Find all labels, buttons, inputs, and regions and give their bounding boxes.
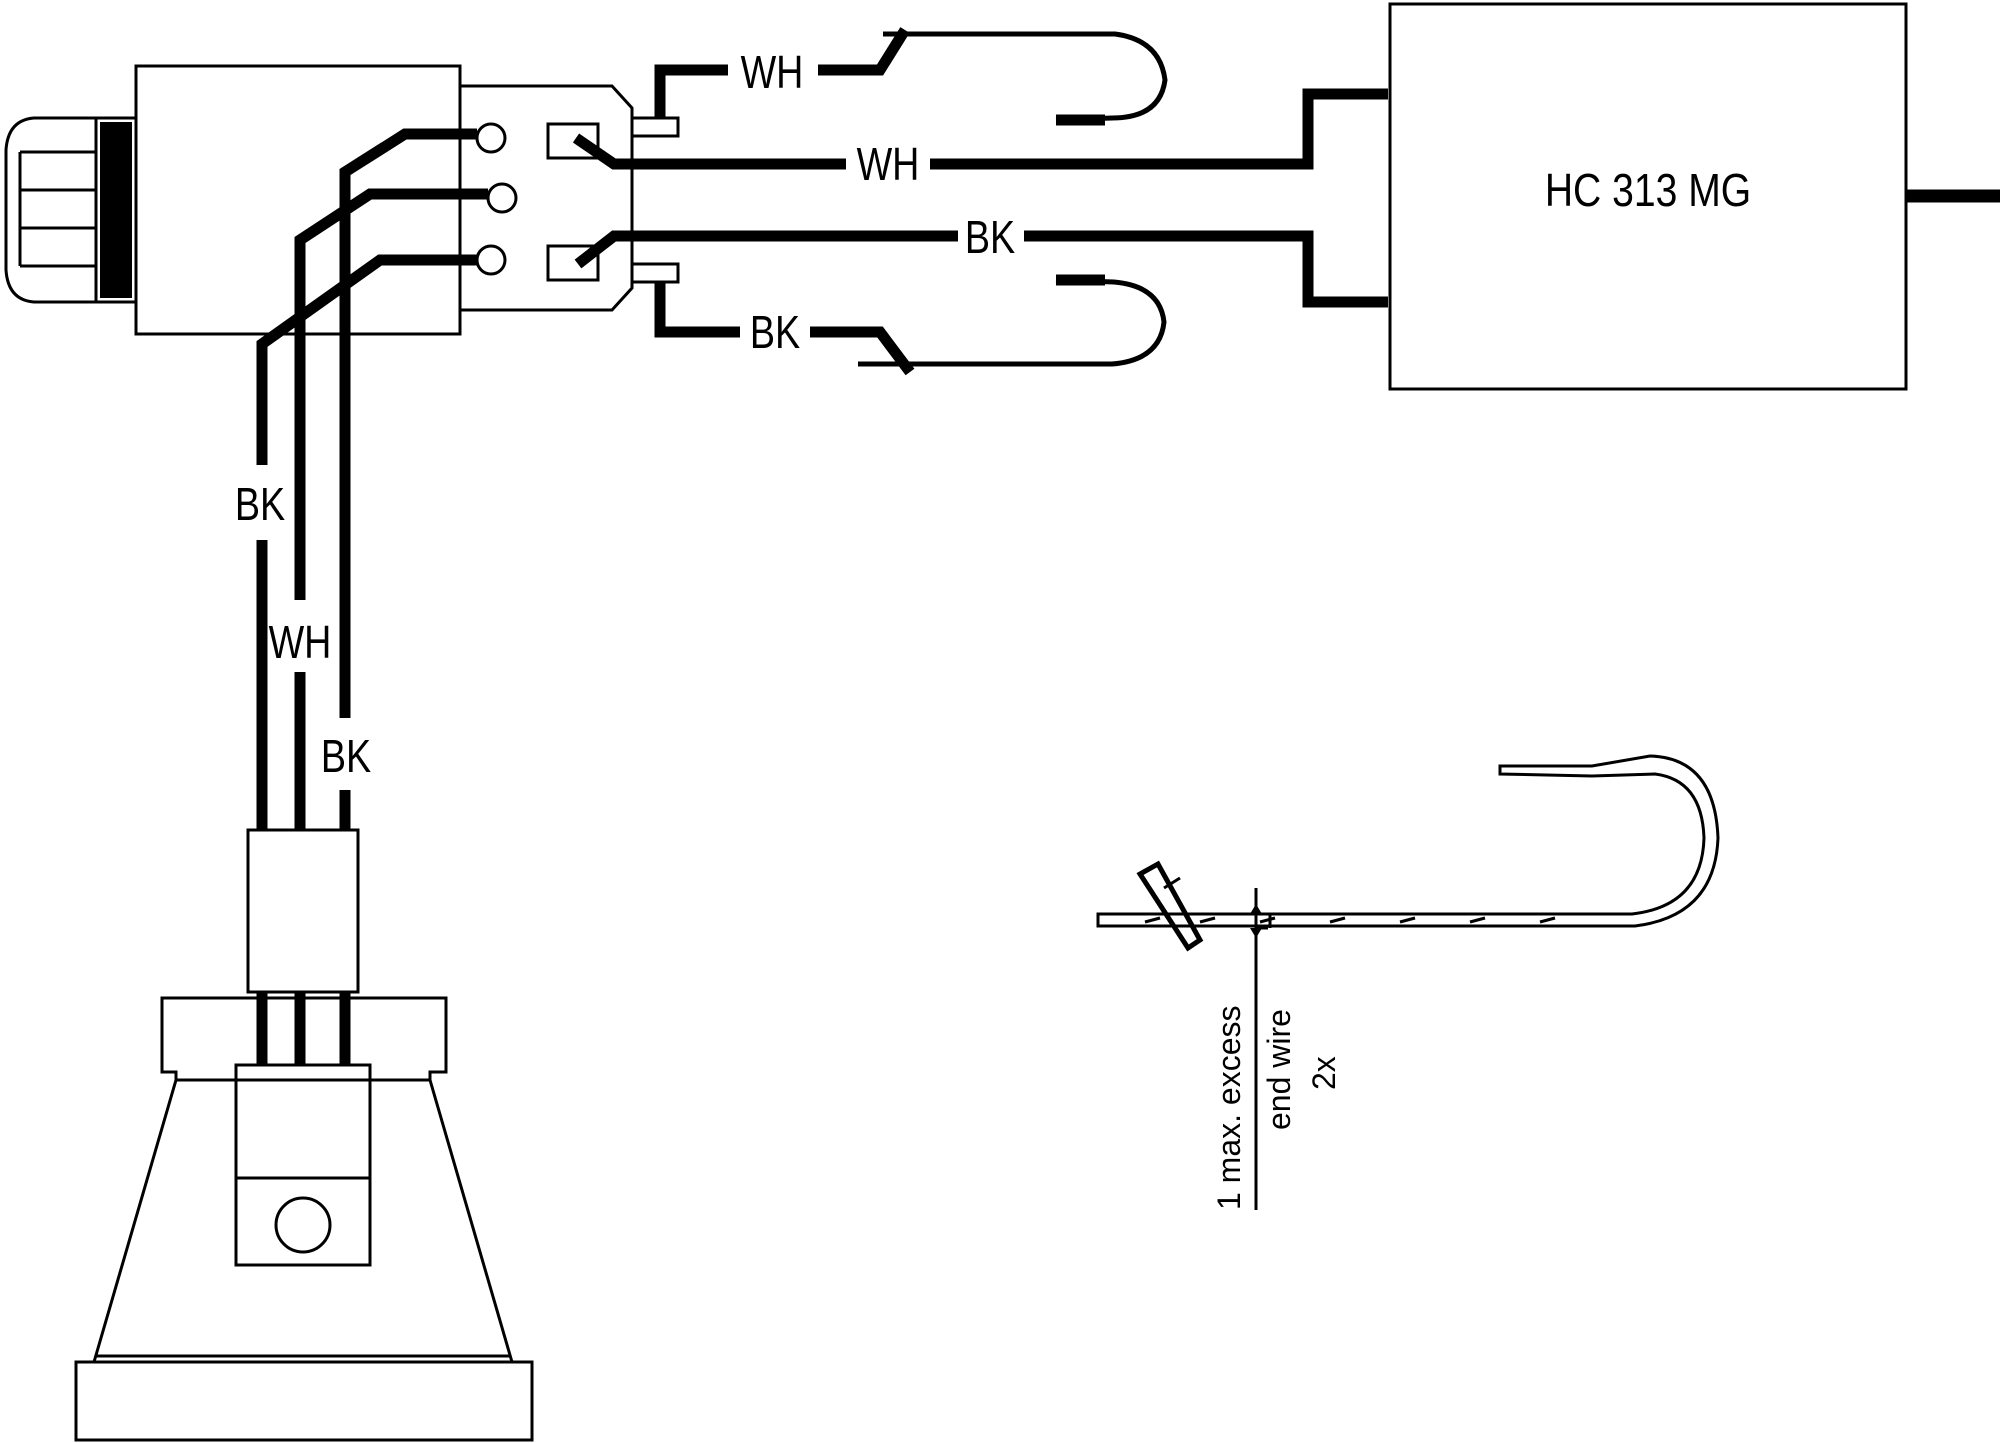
terminal-screw-2 bbox=[486, 182, 518, 214]
wire-label-bk-right: BK bbox=[321, 730, 371, 781]
vertical-cable bbox=[256, 185, 351, 830]
annotation-line-2: end wire bbox=[1261, 1009, 1297, 1130]
terminal-screw-3 bbox=[475, 244, 507, 276]
connector-housing bbox=[460, 84, 680, 312]
wire-label-wh-main: WH bbox=[857, 138, 920, 189]
device-box bbox=[1388, 2, 2000, 391]
wire-label-bk-main: BK bbox=[965, 211, 1015, 262]
annotation-line-3: 2x bbox=[1306, 1056, 1342, 1090]
wire-label-wh-top-loose: WH bbox=[741, 46, 804, 97]
wire-label-bk-left: BK bbox=[235, 478, 285, 529]
count-annotation: 2x bbox=[1306, 1056, 1342, 1090]
end-wire-annotation: end wire bbox=[1261, 1009, 1297, 1130]
lamp-holder bbox=[74, 828, 534, 1442]
horizontal-wires bbox=[572, 27, 1388, 376]
wire-bend-detail bbox=[1096, 754, 1720, 1210]
wire-label-wh-middle: WH bbox=[269, 616, 332, 667]
wire-label-bk-bottom-loose: BK bbox=[750, 306, 800, 357]
excess-annotation: 1 max. excess bbox=[1211, 1005, 1247, 1210]
spade-terminal-top bbox=[546, 122, 600, 160]
annotation-line-1: 1 max. excess bbox=[1211, 1005, 1247, 1210]
cable-gland bbox=[4, 116, 138, 304]
device-label: HC 313 MG bbox=[1545, 165, 1751, 217]
terminal-screw-1 bbox=[475, 122, 507, 154]
spade-terminal-bottom bbox=[546, 244, 600, 282]
